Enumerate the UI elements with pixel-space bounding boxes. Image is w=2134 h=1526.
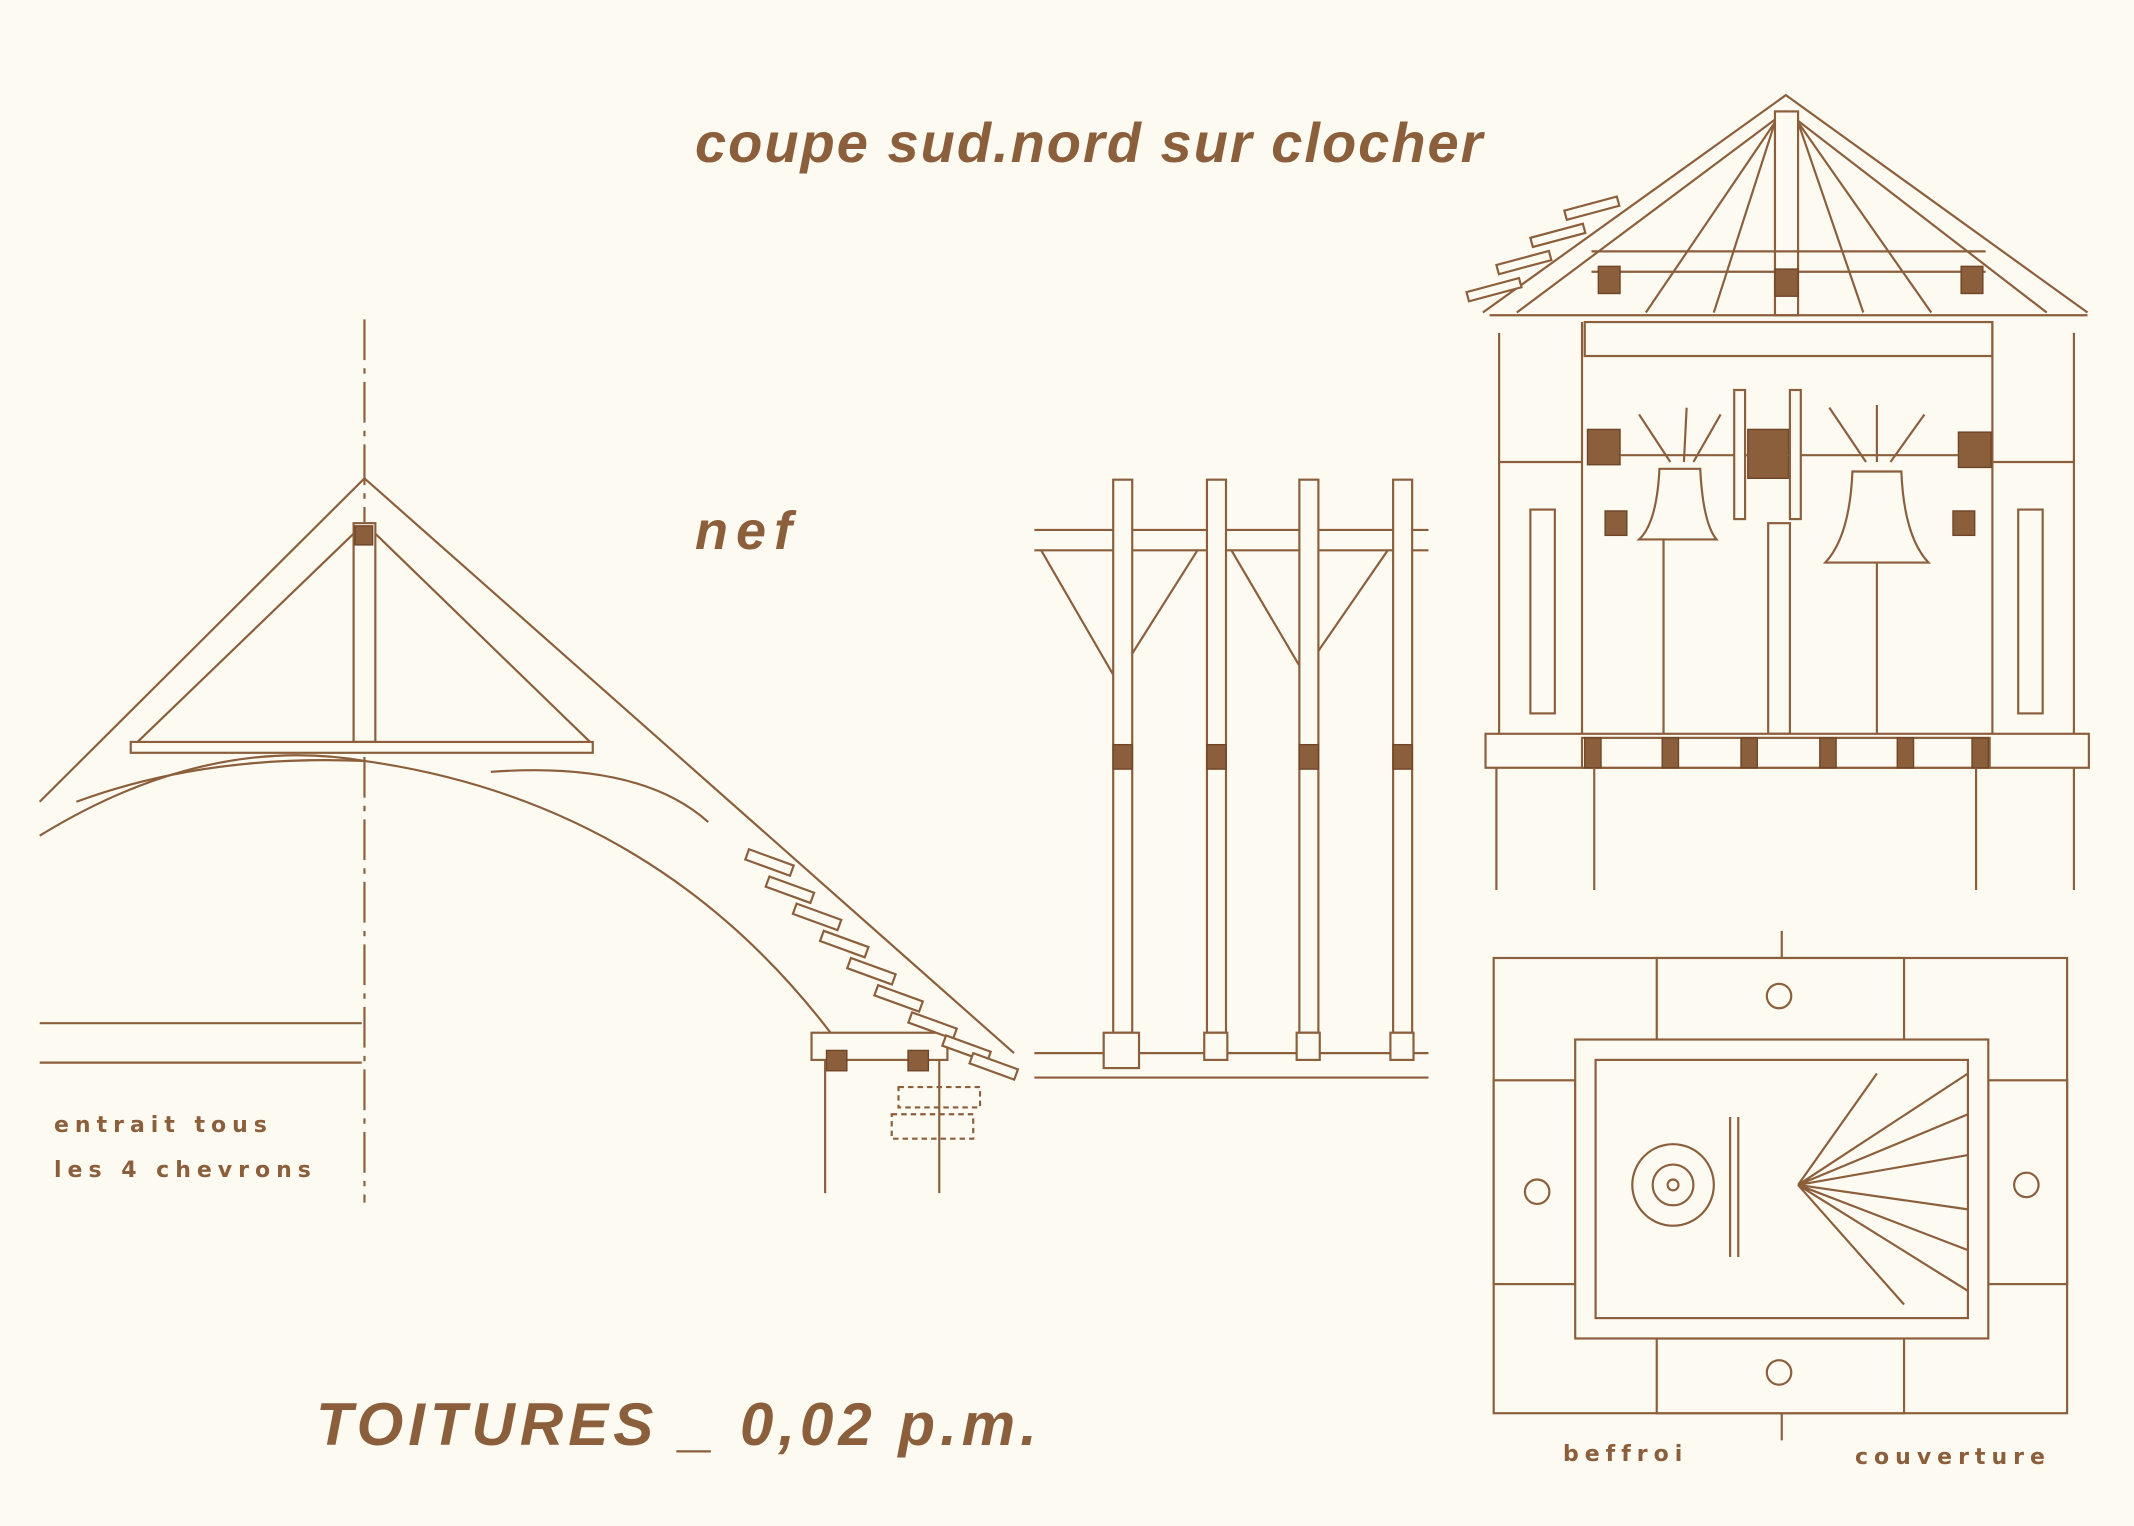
bell-tower-section	[1465, 93, 2090, 891]
tower-tiles	[1465, 195, 1621, 303]
rafter-frame	[1034, 478, 1429, 1079]
label-nef: nef	[695, 501, 800, 561]
nave-truss	[38, 319, 1020, 1203]
label-couverture: couverture	[1855, 1445, 2051, 1470]
label-beffroi: beffroi	[1563, 1442, 1689, 1467]
bell-large-icon	[1822, 470, 1932, 564]
belfry-plan	[1492, 930, 2069, 1441]
label-entrait-line1: entrait tous	[54, 1113, 273, 1138]
drawing-title: coupe sud.nord sur clocher	[695, 111, 1485, 174]
label-entrait-line2: les 4 chevrons	[54, 1158, 317, 1183]
roof-tiles	[743, 847, 1020, 1081]
footer-title: TOITURES _ 0,02 p.m.	[316, 1391, 1042, 1458]
bell-small-icon	[1636, 467, 1719, 541]
